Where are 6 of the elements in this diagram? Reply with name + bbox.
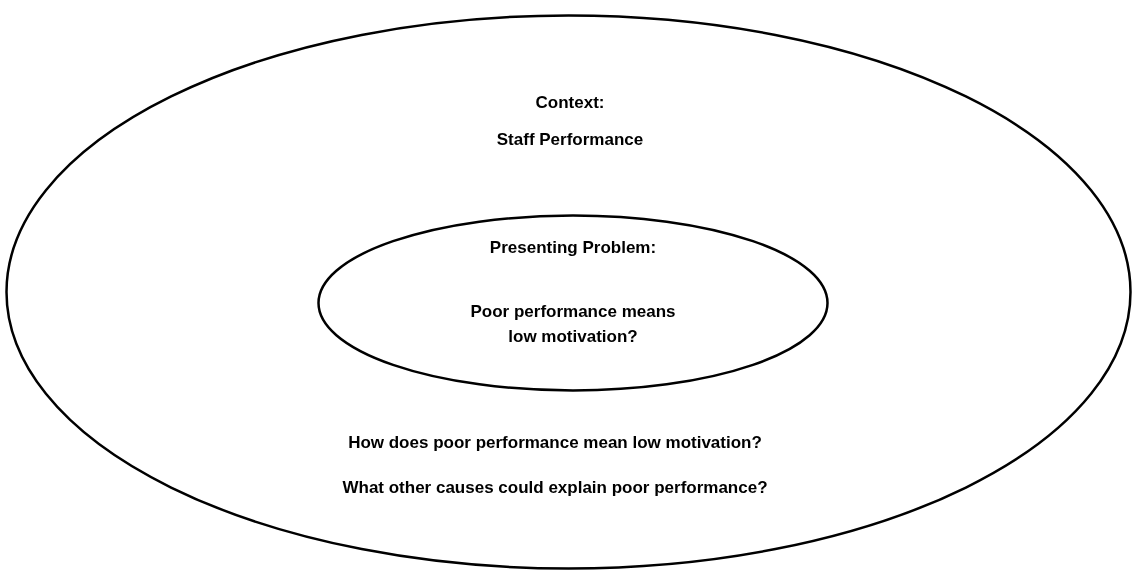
question-text: How does poor performance mean low motivation? <box>347 432 763 454</box>
body-text: Poor performance means low motivation? <box>469 301 677 348</box>
heading-text: Presenting Problem: <box>488 237 658 259</box>
heading-text: Context: <box>534 92 606 114</box>
question-text: What other causes could explain poor performance? <box>341 477 769 499</box>
heading-text: Staff Performance <box>495 129 645 151</box>
